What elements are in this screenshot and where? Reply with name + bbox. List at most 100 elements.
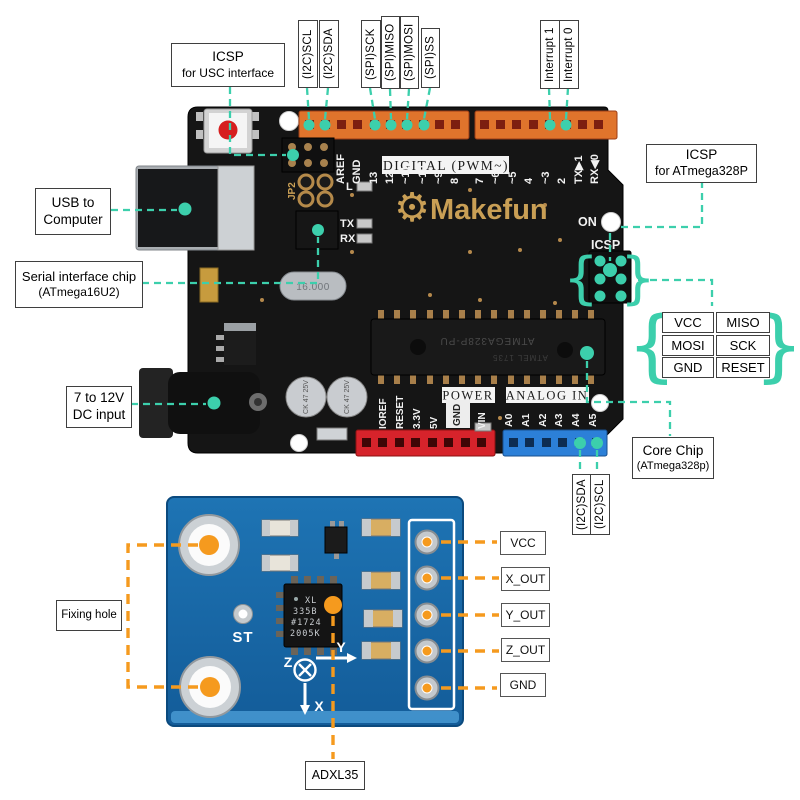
- svg-text:~11: ~11: [400, 166, 412, 184]
- callout-interrupt-0: Interrupt 0: [559, 20, 579, 89]
- callout-module-vcc: VCC: [500, 531, 546, 555]
- analog-banner: ANALOG IN: [506, 389, 589, 403]
- isp-table-cell-vcc: VCC: [662, 312, 714, 333]
- orange-connectors: [126, 540, 499, 759]
- adxl-chip-dot: [324, 596, 342, 614]
- callout-spi-sck: (SPI)SCK: [361, 20, 381, 88]
- analog-pin-silk: A0 A1 A2 A3 A4 A5: [503, 413, 599, 427]
- svg-text:2005K: 2005K: [290, 629, 321, 639]
- jp2-pads: [297, 173, 334, 208]
- fixing-hole-top: [178, 514, 240, 576]
- cap-marking: CK 47 25V: [303, 380, 310, 414]
- svg-text:GND: GND: [452, 404, 463, 426]
- svg-text:GND: GND: [351, 160, 363, 185]
- svg-text:A5: A5: [587, 413, 599, 427]
- svg-text:3.3V: 3.3V: [412, 408, 423, 429]
- callout-module-zout: Z_OUT: [501, 638, 550, 662]
- uno-board: ATMEGA328P-PU ATMEL 1735: [135, 106, 632, 457]
- callout-usb: USB to Computer: [35, 188, 111, 235]
- power-banner-strip: [442, 387, 495, 403]
- dash-icsp-328: [621, 181, 704, 229]
- power-banner: POWER: [442, 389, 493, 403]
- svg-text:2: 2: [556, 178, 568, 184]
- on-label: ON: [578, 215, 597, 229]
- svg-text:~6: ~6: [490, 171, 502, 184]
- icsp-brace-left: {: [563, 246, 599, 311]
- callout-module-gnd: GND: [500, 673, 546, 697]
- led-rx-label: RX: [340, 233, 356, 245]
- isp-table-cell-sck: SCK: [716, 335, 770, 356]
- dash-i2c-scl: [305, 87, 311, 120]
- mcu-marking: ATMEGA328P-PU: [439, 335, 534, 346]
- dash-isp-table: [638, 278, 714, 306]
- callout-dc-input: 7 to 12V DC input: [66, 386, 132, 428]
- isp-table-cell-mosi: MOSI: [662, 335, 714, 356]
- gold-vias: [260, 188, 562, 420]
- svg-text:RX◀0: RX◀0: [589, 154, 601, 184]
- adxl-chip: XL 335B #1724 2005K: [276, 576, 343, 655]
- cap-marking: CK 47 25V: [344, 380, 351, 414]
- dash-spi-mosi: [405, 88, 411, 120]
- axis-x-label: X: [314, 698, 324, 714]
- svg-text:A0: A0: [503, 413, 515, 427]
- callout-module-yout: Y_OUT: [501, 603, 550, 627]
- dash-i2c-sda: [323, 87, 330, 120]
- svg-text:7: 7: [474, 178, 486, 184]
- callout-spi-ss: (SPI)SS: [421, 28, 440, 88]
- svg-text:RESET: RESET: [395, 396, 406, 429]
- svg-text:A1: A1: [520, 413, 532, 427]
- dash-spi-ss: [422, 87, 432, 120]
- svg-text:5V: 5V: [429, 416, 440, 429]
- svg-text:335B: 335B: [293, 607, 317, 617]
- svg-text:XL: XL: [305, 596, 317, 606]
- callout-icsp-328: ICSP for ATmega328P: [646, 144, 757, 183]
- analog-banner-strip: [506, 387, 589, 403]
- teal-dots: [178, 119, 627, 449]
- module-pin-column: [407, 518, 456, 711]
- svg-text:IOREF: IOREF: [378, 398, 389, 429]
- callout-spi-miso: (SPI)MISO: [381, 16, 400, 89]
- icsp-brace-right: }: [620, 246, 656, 311]
- callout-i2c-scl-bottom: (I2C)SCL: [590, 474, 610, 535]
- digital-pin-silk: AREF GND 13 12 ~11 ~10 ~9 8 7 ~6 ~5 4 ~3…: [335, 154, 601, 184]
- svg-text:A2: A2: [537, 413, 549, 427]
- svg-text:A4: A4: [570, 413, 582, 427]
- crystal-16mhz: 16.000: [279, 271, 347, 301]
- callout-module-xout: X_OUT: [501, 567, 550, 591]
- module-smd-parts: [261, 518, 403, 660]
- voltage-regulator: [216, 323, 256, 365]
- st-label: ST: [232, 629, 253, 646]
- isp-table-cell-gnd: GND: [662, 357, 714, 378]
- dash-interrupt1: [547, 87, 552, 120]
- dash-spi-miso: [388, 88, 393, 120]
- icsp-label: ICSP: [591, 238, 620, 252]
- callout-interrupt-1: Interrupt 1: [540, 20, 560, 89]
- st-pad: ST: [232, 604, 253, 646]
- led-tx-label: TX: [340, 218, 355, 230]
- callout-i2c-scl: (I2C)SCL: [298, 20, 318, 88]
- isp-table-cell-reset: RESET: [716, 357, 770, 378]
- axis-indicator: [293, 656, 347, 705]
- callout-adxl: ADXL35: [305, 761, 365, 790]
- logo-gear-icon: ⚙: [394, 185, 430, 231]
- dash-spi-sck: [368, 87, 377, 120]
- svg-text:12: 12: [384, 172, 396, 184]
- callout-icsp-usb: ICSP for USC interface: [171, 43, 285, 87]
- axis-y-label: Y: [336, 639, 346, 655]
- svg-text:4: 4: [523, 177, 535, 184]
- callout-core-chip: Core Chip (ATmega328p): [632, 437, 714, 479]
- isp-table-cell-miso: MISO: [716, 312, 770, 333]
- dash-serial-chip: [142, 237, 320, 285]
- led-l-label: L: [346, 181, 353, 193]
- dash-interrupt0: [564, 87, 570, 120]
- capacitor-2: CK 47 25V: [326, 376, 368, 418]
- power-pin-silk: IOREF RESET 3.3V 5V GND VIN: [378, 396, 488, 429]
- callout-fixing-hole: Fixing hole: [56, 600, 122, 631]
- dash-fixing-bracket: [126, 543, 198, 689]
- svg-text:TX▶1: TX▶1: [573, 155, 585, 184]
- jp2-label: JP2: [287, 182, 298, 200]
- smd-leds: [199, 181, 492, 441]
- svg-text:AREF: AREF: [335, 154, 347, 184]
- usb-connector: [135, 165, 255, 251]
